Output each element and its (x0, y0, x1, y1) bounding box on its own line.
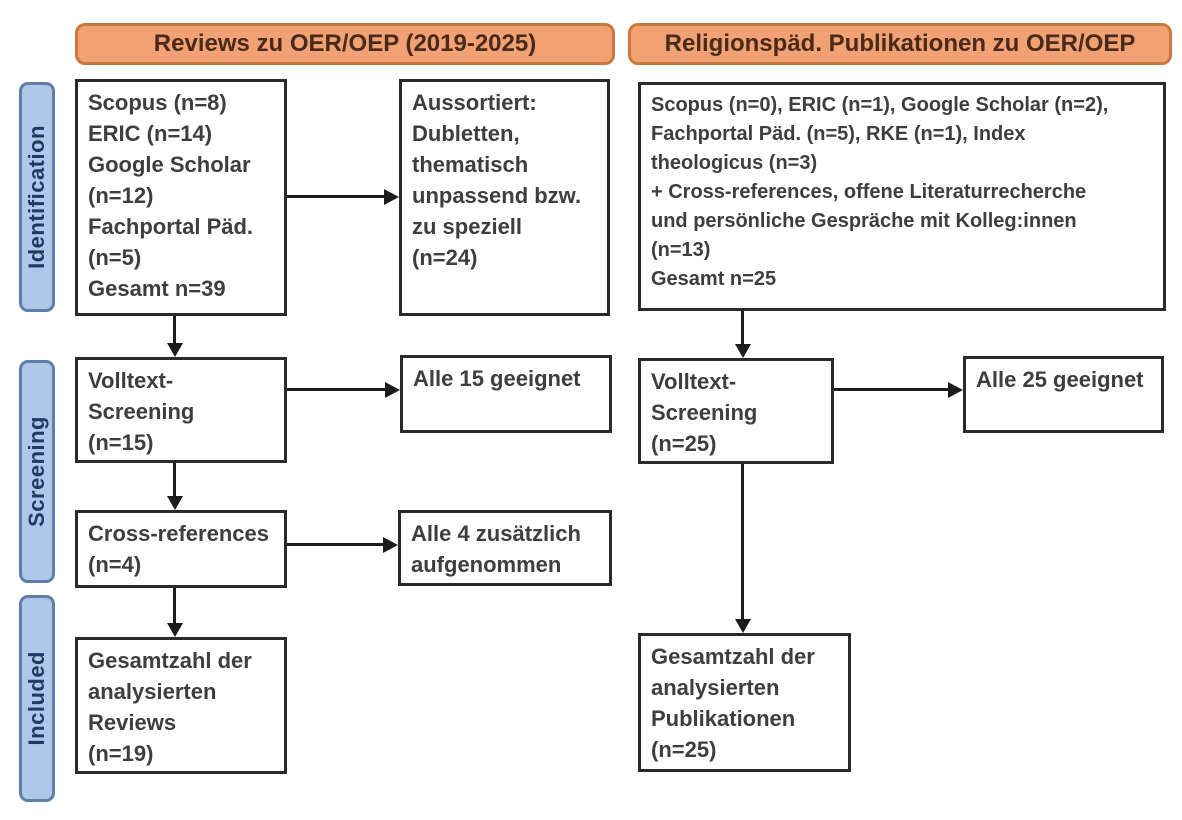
arrow-right-fulltext-to-result-line (834, 388, 948, 391)
box-left-crossreferences-result: Alle 4 zusätzlich aufgenommen (398, 510, 612, 586)
box-left-fulltext-screening: Volltext- Screening (n=15) (75, 357, 287, 463)
arrow-left-fulltext-to-result-line (287, 388, 385, 391)
arrow-right-fulltext-to-included-head (735, 619, 751, 633)
header-reviews-oer-oep: Reviews zu OER/OEP (2019-2025) (75, 23, 615, 65)
arrow-right-fulltext-to-included-line (741, 464, 744, 619)
stage-label-screening-text: Screening (24, 416, 49, 527)
arrow-left-crossref-to-included-line (173, 588, 176, 623)
stage-label-identification-text: Identification (24, 125, 49, 269)
arrow-left-crossref-to-result-line (287, 543, 383, 546)
arrow-left-fulltext-to-crossref-head (167, 496, 183, 510)
box-left-identification-sources: Scopus (n=8) ERIC (n=14) Google Scholar … (75, 79, 287, 316)
box-left-excluded: Aussortiert: Dubletten, thematisch unpas… (399, 79, 610, 316)
stage-label-screening: Screening (19, 360, 55, 583)
arrow-left-fulltext-to-crossref-line (173, 463, 176, 496)
stage-label-included: Included (19, 595, 55, 802)
arrow-left-ident-to-excluded-head (384, 189, 399, 205)
box-left-fulltext-result: Alle 15 geeignet (400, 355, 612, 433)
arrow-left-fulltext-to-result-head (385, 382, 400, 398)
header-religionspaed-publikationen: Religionspäd. Publikationen zu OER/OEP (628, 23, 1172, 65)
arrow-left-ident-to-fulltext-head (167, 343, 183, 357)
box-right-included-total: Gesamtzahl der analysierten Publikatione… (638, 633, 851, 772)
stage-label-included-text: Included (24, 651, 49, 746)
box-right-identification-sources: Scopus (n=0), ERIC (n=1), Google Scholar… (638, 82, 1166, 311)
arrow-left-crossref-to-included-head (167, 623, 183, 637)
box-left-crossreferences: Cross-references (n=4) (75, 510, 287, 588)
stage-label-identification: Identification (19, 82, 55, 312)
arrow-left-ident-to-excluded-line (287, 195, 384, 198)
box-right-fulltext-screening: Volltext- Screening (n=25) (638, 358, 834, 464)
arrow-right-ident-to-fulltext-head (735, 344, 751, 358)
arrow-left-ident-to-fulltext-line (173, 316, 176, 343)
arrow-left-crossref-to-result-head (383, 537, 398, 553)
box-right-fulltext-result: Alle 25 geeignet (963, 356, 1164, 433)
arrow-right-fulltext-to-result-head (948, 382, 963, 398)
box-left-included-total: Gesamtzahl der analysierten Reviews (n=1… (75, 637, 287, 774)
arrow-right-ident-to-fulltext-line (741, 311, 744, 344)
